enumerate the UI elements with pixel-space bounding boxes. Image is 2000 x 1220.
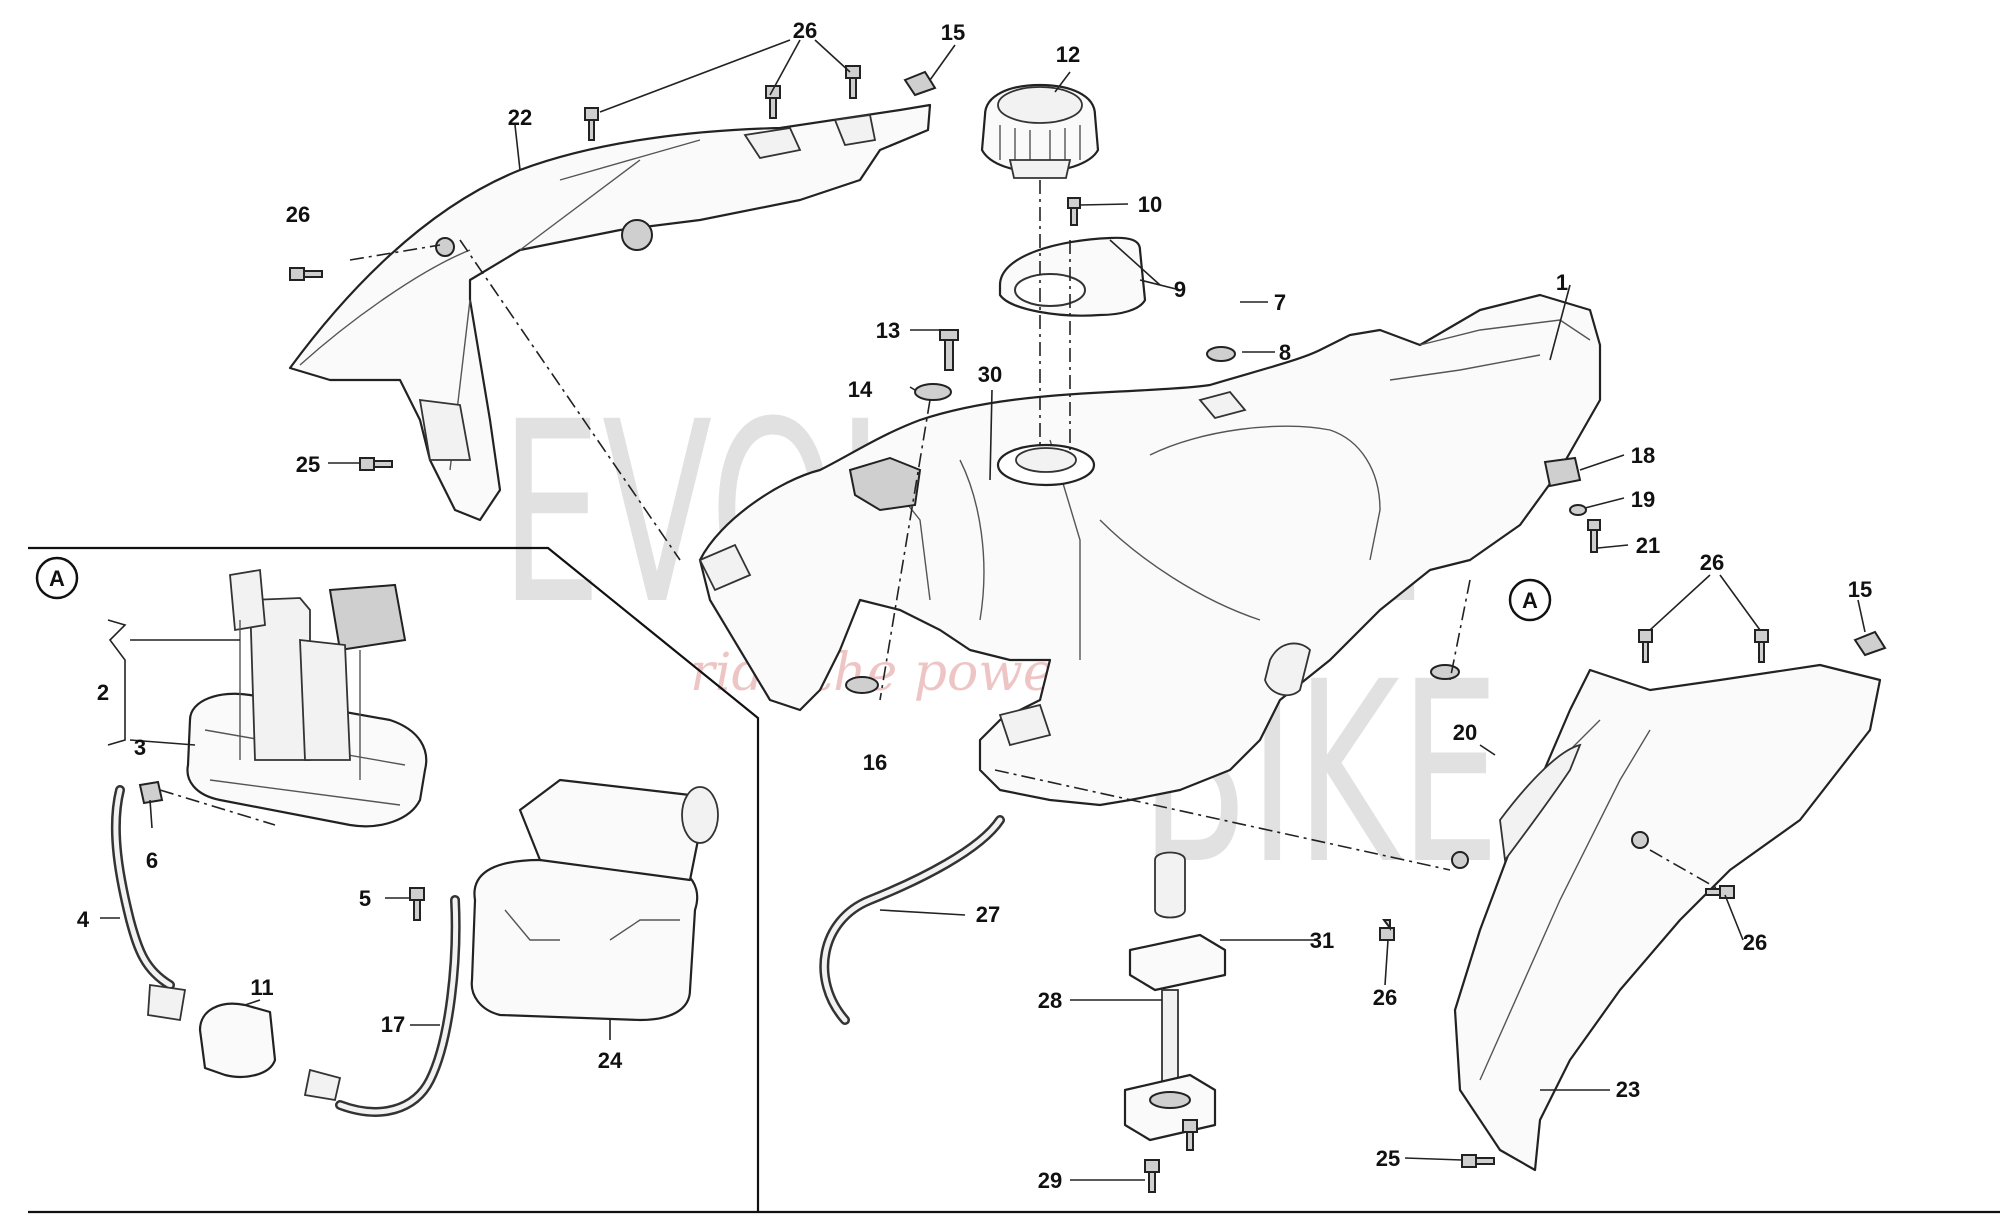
callout-15-right: 15 [1848, 577, 1872, 602]
callout-18: 18 [1631, 443, 1655, 468]
callout-26-bottom: 26 [1373, 985, 1397, 1010]
filler-cap-part [980, 83, 1100, 179]
filler-flange-part [998, 236, 1161, 317]
fuel-pump-part [186, 568, 428, 828]
callout-4: 4 [77, 907, 90, 932]
callout-7: 7 [1274, 290, 1286, 315]
callout-25-left: 25 [296, 452, 320, 477]
callout-3: 3 [134, 735, 146, 760]
hardware [138, 65, 1887, 1193]
callout-2: 2 [97, 680, 109, 705]
callouts: 26 15 12 22 10 26 1 9 7 13 8 30 14 18 25… [77, 18, 1872, 1193]
callout-6: 6 [146, 848, 158, 873]
callout-29: 29 [1038, 1168, 1062, 1193]
assembly-lines [159, 180, 1721, 891]
detail-a-marker: A [49, 566, 65, 591]
callout-30: 30 [978, 362, 1002, 387]
callout-19: 19 [1631, 487, 1655, 512]
hoses [110, 785, 1005, 1117]
callout-11: 11 [250, 975, 273, 1000]
leader-lines [100, 39, 1866, 1181]
callout-27: 27 [976, 902, 1000, 927]
callout-26-right: 26 [1700, 550, 1724, 575]
detail-a-frame: A [28, 546, 2000, 1214]
callout-5: 5 [359, 886, 371, 911]
callout-21: 21 [1636, 533, 1660, 558]
callout-26-top: 26 [793, 18, 817, 43]
callout-31: 31 [1310, 928, 1334, 953]
callout-9: 9 [1174, 277, 1186, 302]
callout-1: 1 [1556, 270, 1568, 295]
callout-15-top: 15 [941, 20, 965, 45]
callout-8: 8 [1279, 340, 1291, 365]
callout-13: 13 [876, 318, 900, 343]
callout-22: 22 [508, 105, 532, 130]
callout-26-left: 26 [286, 202, 310, 227]
callout-26-bottom-right: 26 [1743, 930, 1767, 955]
callout-10: 10 [1138, 192, 1162, 217]
callout-16: 16 [863, 750, 887, 775]
callout-a-marker: A [1522, 588, 1538, 613]
callout-14: 14 [848, 377, 873, 402]
tank-mount-part [1123, 851, 1227, 1142]
pump-foam-part [470, 778, 719, 1022]
callout-25-right: 25 [1376, 1146, 1400, 1171]
left-side-panel-part [288, 103, 932, 522]
fuel-filter-part [147, 983, 342, 1102]
callout-12: 12 [1056, 42, 1080, 67]
callout-23: 23 [1616, 1077, 1640, 1102]
callout-17: 17 [381, 1012, 405, 1037]
callout-24: 24 [598, 1048, 623, 1073]
callout-28: 28 [1038, 988, 1062, 1013]
fuel-tank-part [698, 293, 1602, 807]
right-side-panel-part [1451, 663, 1882, 1172]
callout-20: 20 [1453, 720, 1477, 745]
